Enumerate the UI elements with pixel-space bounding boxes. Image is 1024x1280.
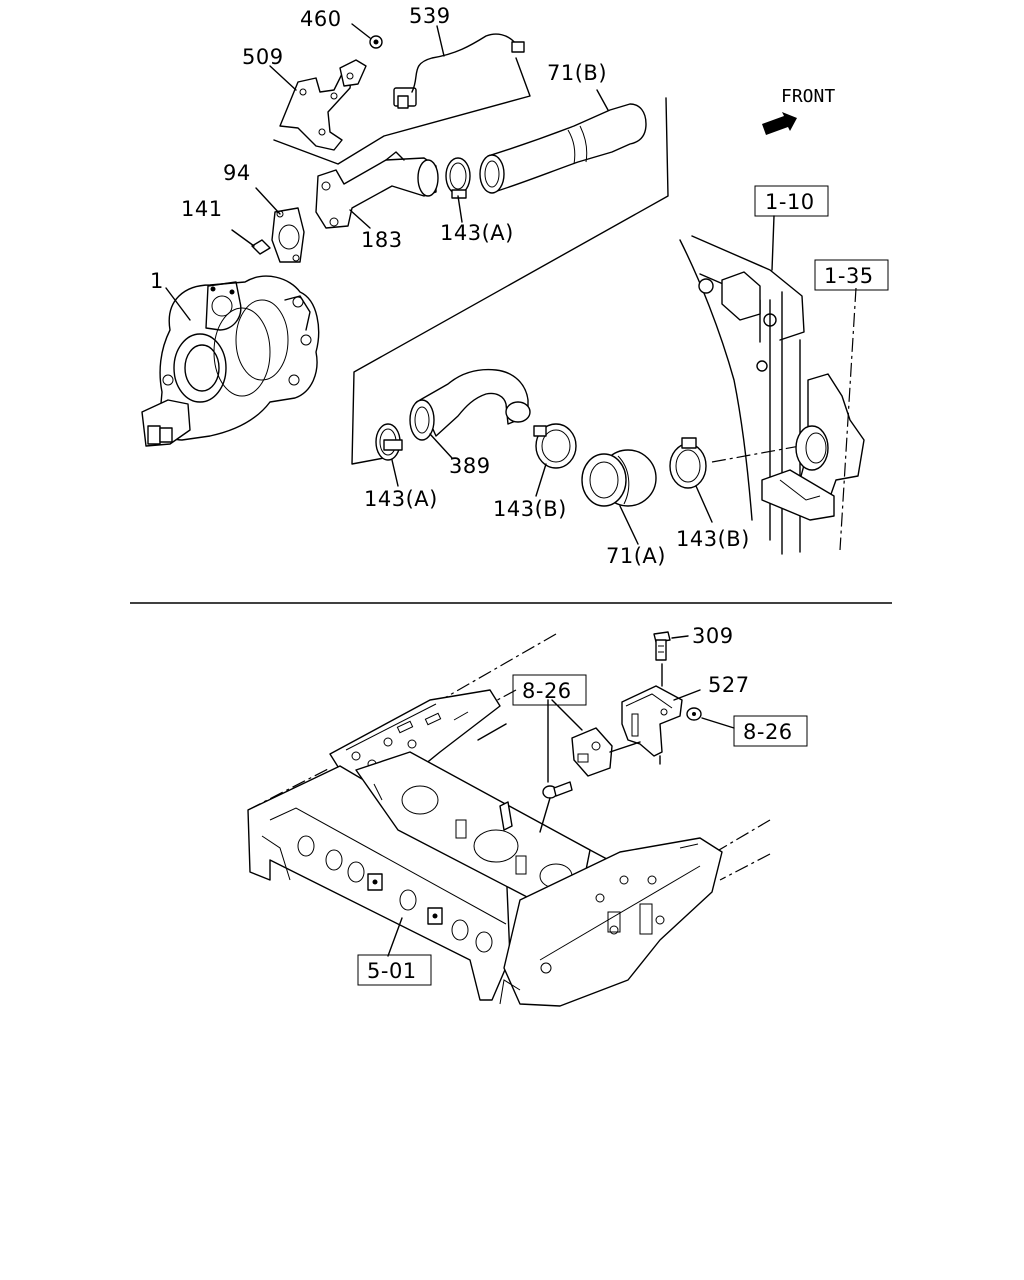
label-183: 183 [361,228,403,252]
label-460: 460 [300,7,342,31]
bolt-lower [539,781,573,833]
label-389: 389 [449,454,491,478]
ref-8-26-left: 8-26 [522,679,572,703]
ref-box-8-26-right [733,715,808,747]
label-71a: 71(A) [606,544,666,568]
label-143a-lower: 143(A) [364,487,438,511]
crossmember-right [499,837,723,1007]
bolt-309 [653,631,689,687]
clamp-143b-right [669,437,713,523]
ref-8-26-right: 8-26 [743,720,793,744]
label-71b: 71(B) [547,61,607,85]
hose-71a [581,449,657,545]
label-1: 1 [150,269,164,293]
top-leaders [165,65,463,321]
leader-5-01 [387,917,403,957]
top-section: FRONT [141,4,889,568]
label-309: 309 [692,624,734,648]
radiator-intercooler [679,215,865,555]
pipe-183 [315,151,439,229]
label-143b-left: 143(B) [493,497,567,521]
label-539: 539 [409,4,451,28]
stud-141 [231,229,271,255]
hose-71b [479,89,647,194]
clamp-143a-lower [375,423,403,487]
clamp-143a-upper [445,157,471,199]
gasket-94 [271,207,305,263]
ref-1-10: 1-10 [765,190,815,214]
ref-1-35: 1-35 [824,264,874,288]
sensor-block [571,727,641,777]
leader-527 [673,689,701,701]
clamp-143b-left [533,423,577,497]
front-arrow-icon [762,112,797,135]
front-label: FRONT [781,86,835,107]
label-94: 94 [223,161,251,185]
nut-460 [351,23,383,49]
ref-box-1-10 [754,185,829,217]
turbocharger [141,275,320,447]
ref-5-01: 5-01 [367,959,417,983]
ref-box-5-01 [357,954,432,986]
label-509: 509 [242,45,284,69]
bracket-527 [621,685,683,765]
frame-side-rail [247,765,511,1001]
nut-right [686,707,735,729]
hose-389 [409,368,531,459]
label-527: 527 [708,673,750,697]
ref-box-1-35 [814,259,889,291]
harness-539 [393,25,525,109]
label-143b-right: 143(B) [676,527,750,551]
bottom-section: 309 527 8-26 8-26 5-01 [247,624,808,1007]
bracket-509 [279,59,367,151]
label-141: 141 [181,197,223,221]
label-143a-upper: 143(A) [440,221,514,245]
ref-box-8-26-left [512,674,587,706]
